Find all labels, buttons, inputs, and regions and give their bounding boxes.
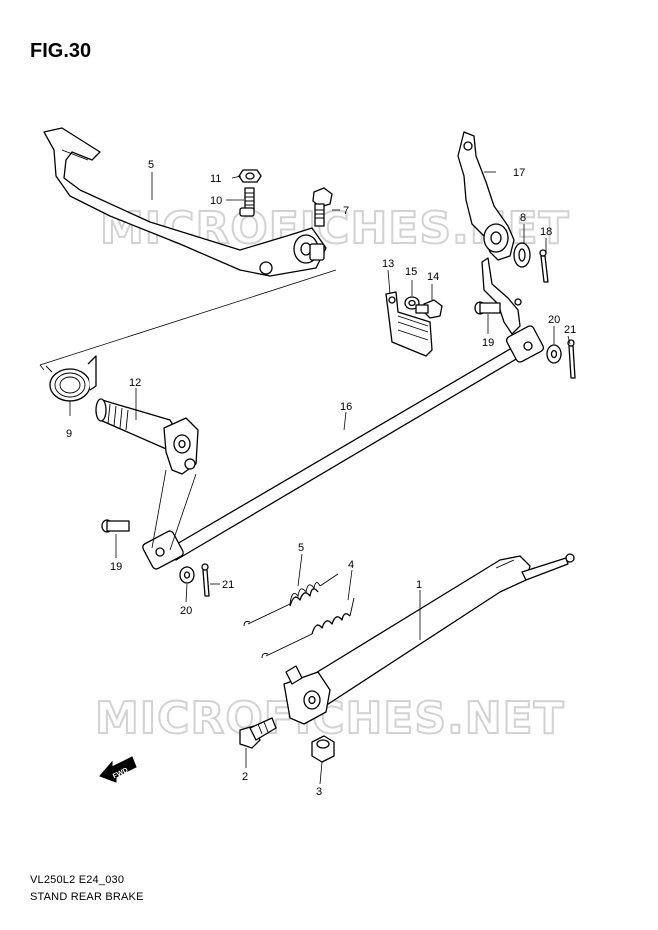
nut-part-11[interactable] <box>238 169 262 183</box>
label-part-8: 8 <box>520 212 526 224</box>
label-part-6: 5 <box>148 159 154 171</box>
fwd-arrow-icon: FWD <box>99 756 137 783</box>
label-part-13: 13 <box>382 258 394 270</box>
label-part-5: 5 <box>298 542 304 554</box>
spring-part-4[interactable] <box>261 597 355 659</box>
label-part-17: 17 <box>513 167 525 179</box>
label-part-2: 2 <box>242 771 248 783</box>
diagram-code: VL250L2 E24_030 <box>30 874 125 886</box>
shaft-part-12[interactable] <box>95 398 199 475</box>
label-part-15: 15 <box>405 266 417 278</box>
plate-part-13[interactable] <box>385 291 433 357</box>
washer-part-8[interactable] <box>513 242 531 268</box>
pin-part-19-lower[interactable] <box>101 519 130 533</box>
washer-part-20-lower[interactable] <box>179 566 195 584</box>
arm-part-17[interactable] <box>457 131 522 335</box>
bolt-part-14[interactable] <box>415 299 443 319</box>
label-part-9: 9 <box>66 428 72 440</box>
figure-title: FIG.30 <box>30 40 92 62</box>
label-part-7: 7 <box>343 205 349 217</box>
bolt-part-7[interactable] <box>312 187 333 227</box>
cotter-pin-part-21-upper[interactable] <box>567 339 576 379</box>
cotter-pin-part-21-lower[interactable] <box>201 563 210 597</box>
brake-pedal-part-6[interactable] <box>43 127 327 277</box>
spring-part-9[interactable] <box>45 355 97 402</box>
washer-part-20-upper[interactable] <box>546 344 562 364</box>
cotter-pin-part-18[interactable] <box>539 249 549 283</box>
diagram-name: STAND REAR BRAKE <box>30 891 144 903</box>
spring-part-5[interactable] <box>243 573 339 627</box>
label-part-19-upper: 19 <box>482 337 494 349</box>
label-part-20-upper: 20 <box>548 314 560 326</box>
label-part-1: 1 <box>416 579 422 591</box>
label-part-10: 10 <box>210 195 222 207</box>
label-part-3: 3 <box>316 786 322 798</box>
label-part-20-lower: 20 <box>180 605 192 617</box>
label-part-18: 18 <box>540 226 552 238</box>
label-part-11: 11 <box>210 173 221 185</box>
label-part-16: 16 <box>340 401 352 413</box>
label-part-19-lower: 19 <box>110 561 122 573</box>
side-stand-part-1[interactable] <box>283 553 575 725</box>
nut-part-3[interactable] <box>311 735 335 763</box>
label-part-12: 12 <box>129 377 141 389</box>
label-part-14: 14 <box>427 271 439 283</box>
bolt-part-10[interactable] <box>239 187 255 217</box>
label-part-4: 4 <box>348 559 354 571</box>
label-part-21-lower: 21 <box>222 579 234 591</box>
label-part-21-upper: 21 <box>564 324 576 336</box>
bolt-part-2[interactable] <box>239 717 277 749</box>
pin-part-19-upper[interactable] <box>474 301 501 315</box>
rod-part-16[interactable] <box>141 325 545 571</box>
